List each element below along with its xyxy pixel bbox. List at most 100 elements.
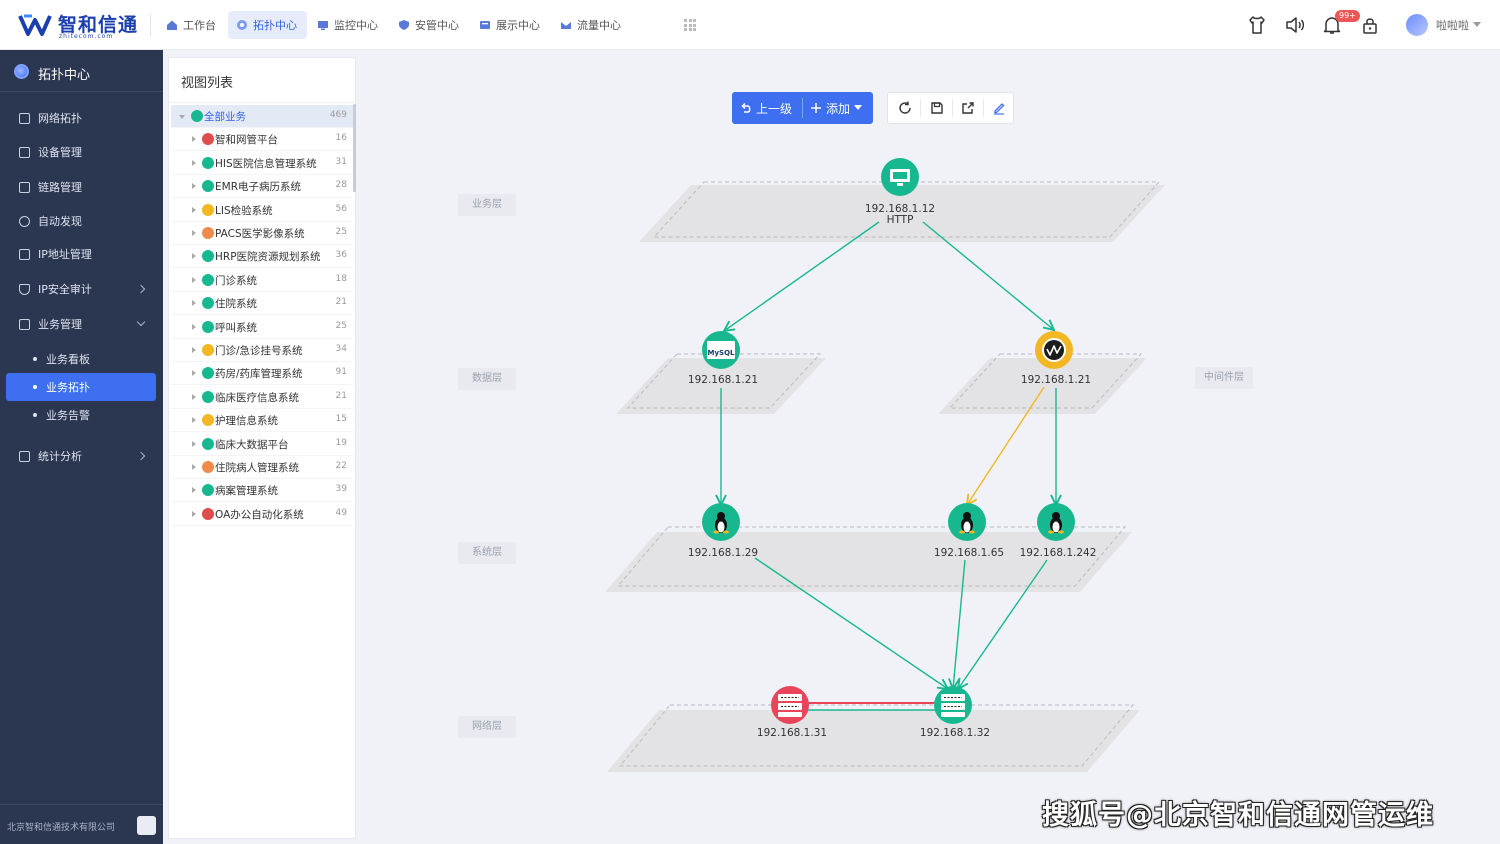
sidebar-subitem-business-board[interactable]: 业务看板 xyxy=(0,345,163,373)
nav-security[interactable]: 安管中心 xyxy=(390,11,469,39)
skin-icon[interactable] xyxy=(1246,14,1268,36)
expand-arrow-icon[interactable] xyxy=(179,115,185,119)
expand-arrow-icon[interactable] xyxy=(192,487,196,494)
sidebar-subitem-business-topology[interactable]: 业务拓扑 xyxy=(6,373,156,401)
sidebar-item-device[interactable]: 设备管理 xyxy=(0,136,163,168)
sidebar-item-business[interactable]: 业务管理 xyxy=(0,308,163,340)
tree-count: 18 xyxy=(335,273,347,284)
tree-label: 临床医疗信息系统 xyxy=(215,391,299,404)
node-switch-1[interactable]: 192.168.1.31 xyxy=(757,686,827,739)
lock-icon[interactable] xyxy=(1359,14,1381,36)
business-status-icon xyxy=(202,156,214,169)
expand-arrow-icon[interactable] xyxy=(192,347,196,353)
export-button[interactable] xyxy=(952,93,983,123)
expand-arrow-icon[interactable] xyxy=(192,159,196,166)
sidebar-item-ip-audit[interactable]: IP安全审计 xyxy=(0,273,163,305)
mysql-badge: MySQL xyxy=(708,349,736,357)
edit-button[interactable] xyxy=(983,93,1014,123)
nav-display[interactable]: 展示中心 xyxy=(471,11,550,39)
expand-arrow-icon[interactable] xyxy=(192,370,196,377)
node-switch-2[interactable]: 192.168.1.32 xyxy=(920,686,990,739)
tree-label: 病案管理系统 xyxy=(215,485,278,498)
node-linux-1[interactable]: 192.168.1.29 xyxy=(688,503,758,559)
expand-arrow-icon[interactable] xyxy=(192,393,196,400)
tree-count: 49 xyxy=(335,507,347,518)
nav-traffic[interactable]: 流量中心 xyxy=(552,11,631,39)
node-http-server[interactable]: 192.168.1.12 HTTP xyxy=(865,158,935,226)
expand-arrow-icon[interactable] xyxy=(192,510,196,517)
sound-icon[interactable] xyxy=(1284,14,1306,36)
tree-count: 36 xyxy=(335,250,347,261)
username[interactable]: 啦啦啦 xyxy=(1436,19,1469,32)
sidebar-item-discover[interactable]: 自动发现 xyxy=(0,205,163,237)
expand-arrow-icon[interactable] xyxy=(192,230,196,236)
business-status-icon xyxy=(202,484,214,497)
save-button[interactable] xyxy=(921,93,952,123)
up-level-button[interactable]: 上一级 xyxy=(740,92,792,124)
node-linux-2[interactable]: 192.168.1.65 xyxy=(934,503,1004,559)
add-button[interactable]: 添加 xyxy=(810,92,863,124)
refresh-button[interactable] xyxy=(889,93,920,123)
collapse-sidebar-button[interactable] xyxy=(137,816,156,835)
plus-icon xyxy=(811,103,821,113)
sidebar-item-stats[interactable]: 统计分析 xyxy=(0,440,163,472)
business-status-icon xyxy=(202,461,214,473)
bullet-icon xyxy=(33,357,37,361)
expand-arrow-icon[interactable] xyxy=(192,464,196,470)
expand-arrow-icon[interactable] xyxy=(192,136,196,143)
expand-arrow-icon[interactable] xyxy=(192,300,196,307)
expand-arrow-icon[interactable] xyxy=(192,440,196,447)
scrollbar[interactable] xyxy=(353,104,356,192)
node-middleware[interactable]: 192.168.1.21 xyxy=(1021,331,1091,386)
nav-topology[interactable]: 拓扑中心 xyxy=(228,11,307,39)
avatar[interactable] xyxy=(1406,14,1428,36)
expand-arrow-icon[interactable] xyxy=(192,253,196,260)
business-status-icon xyxy=(202,320,214,333)
sidebar-item-link[interactable]: 链路管理 xyxy=(0,171,163,203)
layer-label-middleware: 中间件层 xyxy=(1195,367,1253,389)
business-status-icon xyxy=(202,297,214,310)
bell-icon[interactable] xyxy=(1321,14,1343,36)
expand-arrow-icon[interactable] xyxy=(192,323,196,330)
layer-label-system: 系统层 xyxy=(458,542,516,564)
expand-arrow-icon[interactable] xyxy=(192,183,196,190)
brand-logo[interactable]: 智和信通 zhitecom.com xyxy=(18,9,148,41)
expand-arrow-icon[interactable] xyxy=(192,206,196,213)
tree-item[interactable]: HRP医院资源规划系统 36 xyxy=(171,245,353,269)
user-dropdown-icon[interactable] xyxy=(1473,22,1481,27)
tree-label: 门诊/急诊挂号系统 xyxy=(215,345,303,357)
nav-workbench[interactable]: 工作台 xyxy=(158,11,226,39)
nav-monitor[interactable]: 监控中心 xyxy=(309,11,388,39)
refresh-icon xyxy=(898,101,911,114)
expand-arrow-icon[interactable] xyxy=(192,276,196,283)
sidebar-item-network-topology[interactable]: 网络拓扑 xyxy=(0,102,163,134)
tree-label: HRP医院资源规划系统 xyxy=(215,251,321,264)
sidebar-subitem-business-alarm[interactable]: 业务告警 xyxy=(0,401,163,429)
business-status-icon xyxy=(202,203,214,216)
expand-arrow-icon[interactable] xyxy=(192,417,196,424)
panel-title: 视图列表 xyxy=(181,76,234,91)
layer-plane-middleware xyxy=(938,353,1147,414)
apps-grid-icon[interactable] xyxy=(684,19,696,31)
node-linux-3[interactable]: 192.168.1.242 xyxy=(1020,503,1097,559)
node-mysql[interactable]: MySQL 192.168.1.21 xyxy=(688,331,758,386)
sidebar-item-ip-address[interactable]: IP地址管理 xyxy=(0,238,163,270)
